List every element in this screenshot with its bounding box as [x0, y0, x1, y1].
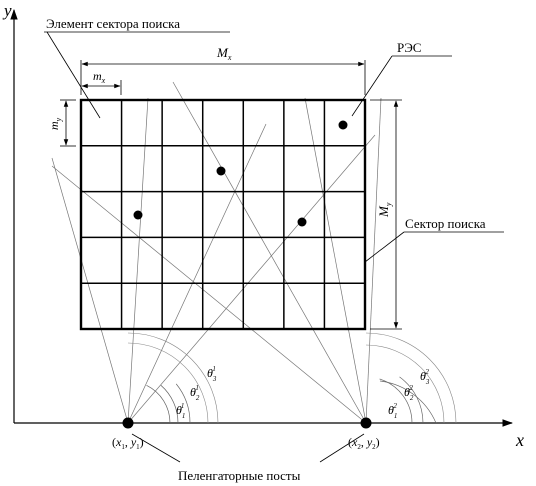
- theta-3-2-label: θ32: [420, 368, 430, 386]
- theta-1-1-label: θ11: [176, 402, 185, 420]
- post-1-coords: (x1, y1): [112, 435, 144, 451]
- x-axis-label: x: [515, 430, 524, 450]
- source-dot: [133, 210, 143, 220]
- Mx-label: Mx: [216, 45, 232, 62]
- leader-lines: [44, 31, 504, 463]
- theta-2-1-label: θ21: [190, 384, 200, 402]
- search-sector-border: [79, 98, 367, 331]
- source-dot: [297, 217, 307, 227]
- post-2-coords: (x2, y2): [348, 435, 380, 451]
- search-sector-grid: [81, 100, 365, 329]
- angle-arcs: [146, 376, 437, 424]
- My-label: My: [376, 202, 393, 218]
- bearing-lines-post-1: [51, 97, 376, 424]
- res-label: РЭС: [397, 40, 421, 55]
- source-dot: [216, 166, 226, 176]
- df-post-1: [122, 417, 134, 429]
- theta-2-2-label: θ22: [404, 384, 414, 402]
- bearing-lines-post-2: [51, 81, 382, 424]
- search-sector-label: Сектор поиска: [405, 216, 486, 231]
- mx-label: mx: [93, 69, 106, 85]
- my-label: my: [47, 117, 63, 130]
- theta-1-2-label: θ12: [388, 402, 397, 420]
- df-posts-label: Пеленгаторные посты: [178, 468, 301, 483]
- df-post-2: [360, 417, 372, 429]
- angle-extension-arcs: [127, 332, 457, 424]
- dimension-lines: [60, 60, 402, 330]
- y-axis-label: y: [2, 1, 12, 20]
- search-element-label: Элемент сектора поиска: [46, 16, 180, 31]
- theta-3-1-label: θ31: [207, 365, 217, 383]
- source-dot: [338, 120, 348, 130]
